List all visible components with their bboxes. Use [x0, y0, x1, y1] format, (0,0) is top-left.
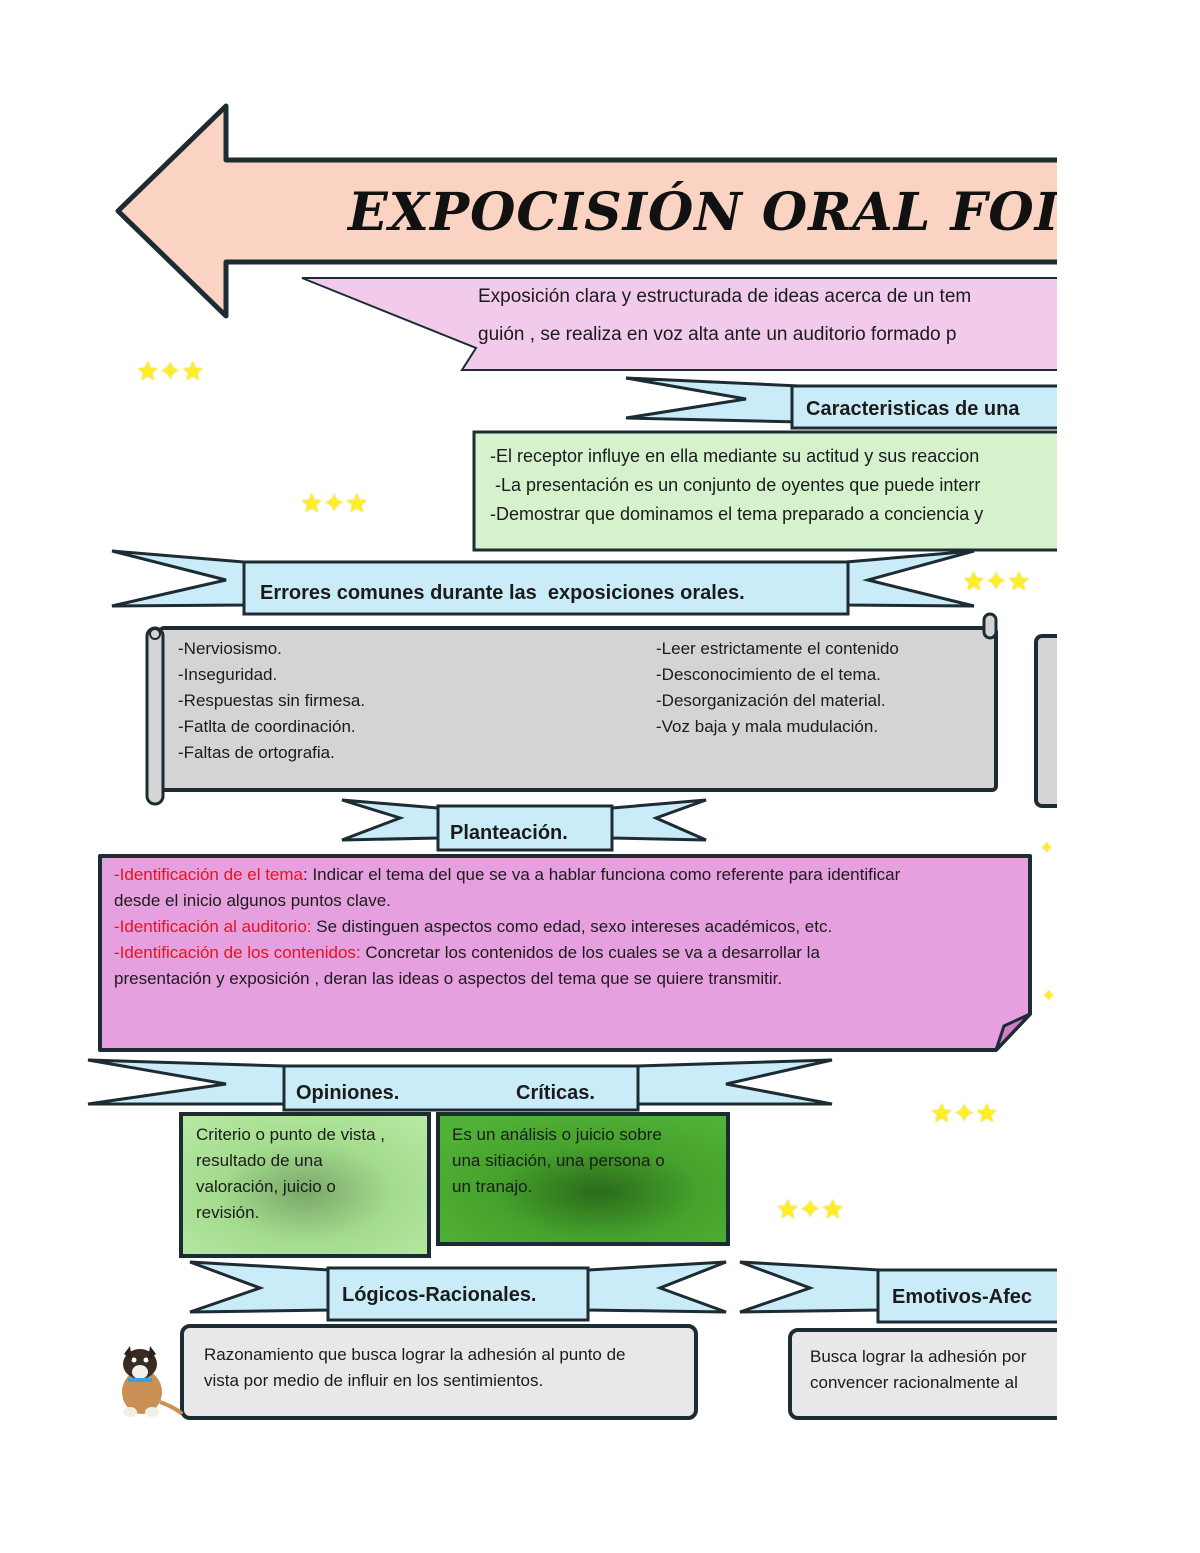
errores-header: Errores comunes durante las exposiciones… [260, 582, 745, 604]
title-arrow [115, 103, 1057, 319]
planteacion-text-line: Concretar los contenidos de los cuales s… [360, 943, 820, 962]
errores-ribbon-right [844, 549, 975, 608]
planteacion-text-line: : Indicar el tema del que se va a hablar… [303, 865, 901, 884]
caracteristicas-item: -La presentación es un conjunto de oyent… [490, 475, 981, 495]
criticas-text: Es un análisis o juicio sobre una sitiac… [452, 1122, 665, 1200]
errores-item: -Nerviosismo. [178, 639, 282, 658]
logicos-ribbon-right [586, 1260, 727, 1314]
criticas-box [436, 1112, 730, 1246]
planteacion-label: -Identificación de los contenidos: [114, 943, 361, 962]
opiniones-line: valoración, juicio o [196, 1177, 336, 1196]
planteacion-text-line: presentación y exposición , deran las id… [114, 969, 783, 988]
diagram-shapes [87, 103, 1057, 1420]
planteacion-header: Planteación. [450, 822, 568, 844]
opiniones-ribbon-left [87, 1058, 286, 1106]
emotivos-line: convencer racionalmente al [810, 1373, 1018, 1392]
errores-list-left: -Nerviosismo. -Inseguridad. -Respuestas … [178, 636, 365, 766]
opiniones-box [179, 1112, 431, 1258]
diagram-area: ★✦★ ★✦★ ★✦★ ★✦★ ★✦★ ✦ ✦ EXPOCISIÓN ORAL … [87, 103, 1057, 1420]
emotivos-ribbon-header [876, 1268, 1057, 1324]
opiniones-line: Criterio o punto de vista , [196, 1125, 385, 1144]
emotivos-line: Busca lograr la adhesión por [810, 1347, 1027, 1366]
logicos-header: Lógicos-Racionales. [342, 1284, 537, 1306]
logicos-box [180, 1324, 698, 1420]
planteacion-ribbon-left [341, 798, 440, 842]
caracteristicas-ribbon-header [790, 384, 1057, 430]
planteacion-text-line: desde el inicio algunos puntos clave. [114, 891, 391, 910]
page-title: EXPOCISIÓN ORAL FOI [348, 182, 1057, 243]
opiniones-header: Opiniones. [296, 1082, 400, 1104]
definition-line-1: Exposición clara y estructurada de ideas… [478, 286, 972, 307]
criticas-line: una sitiación, una persona o [452, 1151, 665, 1170]
star-cluster-icon: ★✦★ [776, 1194, 845, 1224]
errores-ribbon-left [111, 549, 246, 608]
opiniones-criticas-ribbon-header [282, 1064, 640, 1112]
errores-item: -Respuestas sin firmesa. [178, 691, 366, 710]
planteacion-text-line: Se distinguen aspectos como edad, sexo i… [311, 917, 833, 936]
emotivos-box [788, 1328, 1057, 1420]
caracteristicas-item: -El receptor influye en ella mediante su… [490, 446, 980, 466]
star-cluster-icon: ★✦★ [930, 1098, 999, 1128]
logicos-text: Razonamiento que busca lograr la adhesió… [204, 1342, 626, 1394]
definition-line-2: guión , se realiza en voz alta ante un a… [478, 324, 957, 345]
opiniones-line: revisión. [196, 1203, 260, 1222]
planteacion-label: -Identificación al auditorio: [114, 917, 312, 936]
logicos-ribbon-left [189, 1260, 332, 1314]
planteacion-label: -Identificación de el tema [114, 865, 303, 884]
star-cluster-icon: ★✦★ [136, 356, 205, 386]
errores-ribbon-header [242, 560, 850, 616]
errores-item: -Inseguridad. [178, 665, 278, 684]
planteacion-text: -Identificación de el tema: Indicar el t… [114, 862, 900, 992]
criticas-ribbon-right [636, 1058, 833, 1106]
errores-item: -Faltas de ortografia. [178, 743, 335, 762]
errores-item: -Fatlta de coordinación. [178, 717, 356, 736]
opiniones-text: Criterio o punto de vista , resultado de… [196, 1122, 385, 1226]
star-cluster-icon: ✦ [1040, 840, 1054, 857]
errores-item: -Desconocimiento de el tema. [656, 665, 881, 684]
star-cluster-icon: ✦ [1042, 988, 1056, 1005]
criticas-line: un tranajo. [452, 1177, 533, 1196]
emotivos-header: Emotivos-Afec [892, 1286, 1033, 1308]
planteacion-ribbon-header [436, 804, 614, 852]
errores-item: -Voz baja y mala mudulación. [656, 717, 879, 736]
caracteristicas-box [472, 430, 1057, 552]
caracteristicas-list: -El receptor influye en ella mediante su… [490, 442, 983, 529]
errores-item: -Leer estrictamente el contenido [656, 639, 899, 658]
criticas-header: Críticas. [516, 1082, 595, 1104]
definition-banner [301, 277, 1057, 371]
caracteristicas-header: Caracteristicas de una [806, 398, 1020, 420]
emotivos-ribbon-left [739, 1260, 882, 1314]
logicos-ribbon-header [326, 1266, 590, 1322]
logicos-line: Razonamiento que busca lograr la adhesió… [204, 1345, 626, 1364]
errores-item: -Desorganización del material. [656, 691, 886, 710]
planteacion-ribbon-right [610, 798, 707, 842]
star-cluster-icon: ★✦★ [300, 488, 369, 518]
caracteristicas-ribbon-tail [625, 376, 802, 424]
star-cluster-icon: ★✦★ [962, 566, 1031, 596]
puppy-illustration [122, 1346, 184, 1417]
caracteristicas-item: -Demostrar que dominamos el tema prepara… [490, 504, 984, 524]
opiniones-line: resultado de una [196, 1151, 323, 1170]
logicos-line: vista por medio de influir en los sentim… [204, 1371, 544, 1390]
emotivos-text: Busca lograr la adhesión por convencer r… [810, 1344, 1026, 1396]
criticas-line: Es un análisis o juicio sobre [452, 1125, 662, 1144]
errores-list-right: -Leer estrictamente el contenido -Descon… [656, 636, 899, 740]
